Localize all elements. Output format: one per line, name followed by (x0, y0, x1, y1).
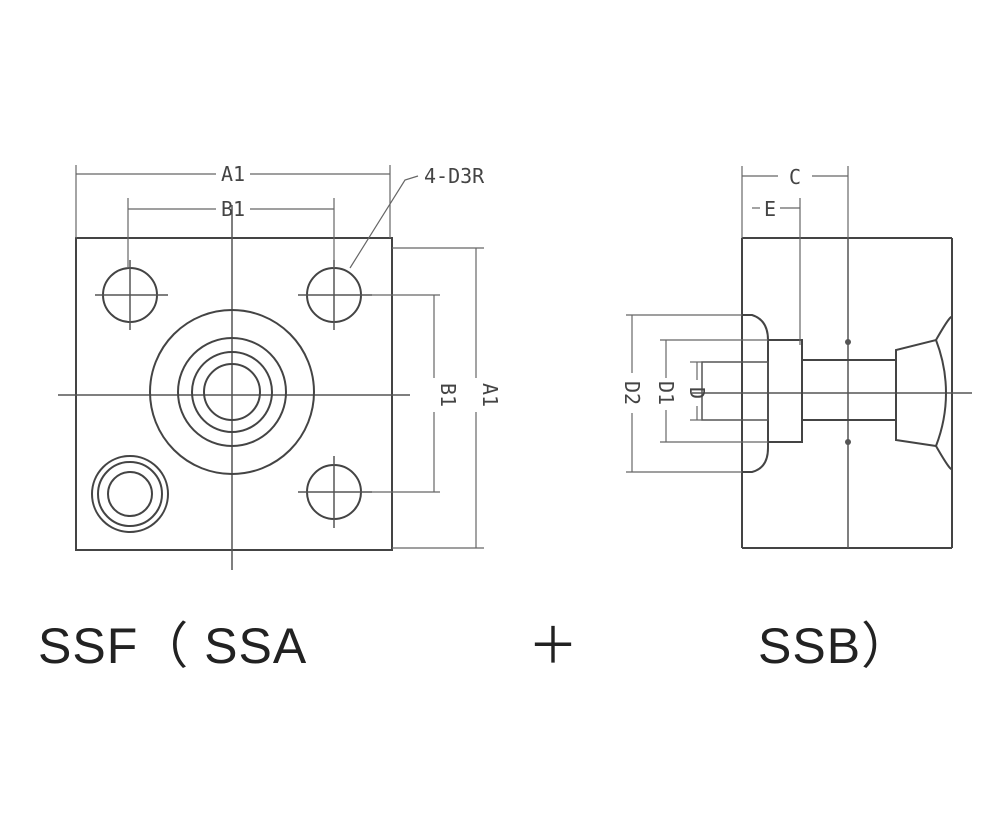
rod-marker-bottom (845, 439, 851, 445)
mounting-hole-bottom-right (298, 456, 372, 528)
flange-plate (75, 237, 393, 551)
dimension-a1-top: A1 (75, 162, 391, 238)
caption-right: SSB） (758, 618, 913, 674)
front-view: A1 B1 4-D3R B1 A1 (58, 162, 502, 570)
boss-middle-ring (177, 337, 287, 447)
mounting-hole-top-left (95, 260, 168, 330)
label-b1-top: B1 (221, 197, 245, 221)
head-chamfer-top (935, 316, 953, 341)
side-view: C E D2 D1 D (620, 165, 972, 549)
head-chamfer-bottom (935, 445, 953, 470)
mounting-hole-top-right (298, 260, 372, 330)
label-c: C (789, 165, 801, 189)
hole-callout: 4-D3R (349, 164, 485, 269)
dimension-d2: D2 (620, 314, 742, 473)
label-b1-side: B1 (436, 383, 460, 407)
center-bore (203, 363, 261, 421)
dimension-b1-top: B1 (127, 197, 335, 268)
boss-inner-ring (191, 351, 273, 433)
label-d: D (685, 387, 709, 399)
rod-marker-top (845, 339, 851, 345)
caption-left: SSF（ SSA (38, 618, 308, 674)
dimension-a1-side: A1 (392, 247, 502, 549)
dimension-b1-side: B1 (362, 294, 460, 493)
label-d1: D1 (654, 381, 678, 405)
label-e: E (764, 197, 776, 221)
boss-outer-ring (149, 309, 315, 475)
dimension-e: E (752, 197, 801, 345)
shaft (801, 359, 897, 421)
label-d2: D2 (620, 381, 644, 405)
piston-head (895, 338, 948, 448)
label-a1-side: A1 (478, 383, 502, 407)
port-fitting (91, 455, 169, 533)
label-holes: 4-D3R (424, 164, 485, 188)
dimension-c: C (741, 165, 849, 238)
inner-bore (701, 361, 769, 421)
dimension-d1: D1 (654, 339, 768, 443)
dimension-d: D (685, 361, 709, 421)
spigot-step (767, 339, 803, 443)
label-a1-top: A1 (221, 162, 245, 186)
caption-plus: ＋ (528, 618, 579, 674)
